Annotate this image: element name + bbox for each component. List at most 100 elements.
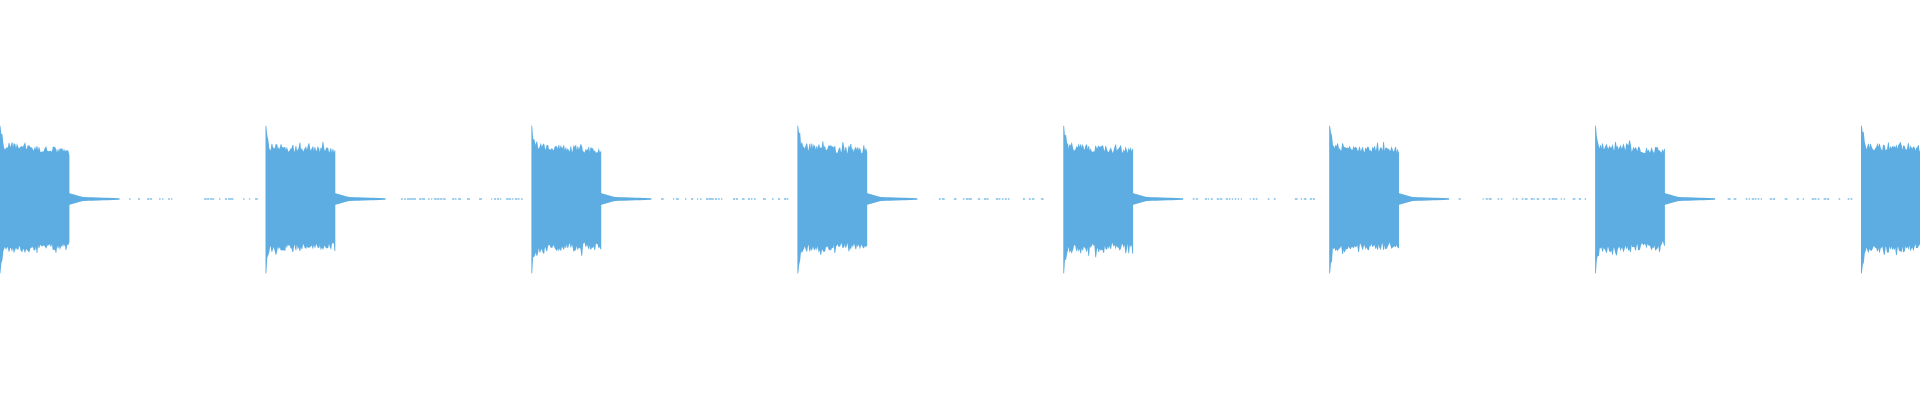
waveform-silence-dot [1249, 198, 1251, 200]
waveform-silence-dot [1811, 198, 1815, 200]
waveform-silence-dot [995, 198, 999, 200]
waveform-silence-dot [938, 198, 941, 200]
waveform-tail [68, 192, 120, 206]
waveform-silence-dot [1817, 198, 1820, 200]
waveform-silence-dot [968, 198, 972, 200]
waveform-silence-dot [171, 198, 173, 200]
waveform-silence-dot [1040, 198, 1044, 200]
waveform-silence-dot [404, 198, 406, 200]
waveform-silence-dot [407, 198, 410, 200]
waveform-silence-dot [1751, 198, 1754, 200]
waveform-silence-dot [1234, 198, 1237, 200]
waveform-silence-dot [1303, 198, 1307, 200]
waveform-silence-dot [787, 198, 789, 200]
waveform-silence-dot [1488, 198, 1492, 200]
waveform-silence-dot [207, 198, 210, 200]
waveform-silence-dot [1207, 198, 1209, 200]
waveform-silence-dot [1228, 198, 1231, 200]
waveform-silence-dot [1497, 198, 1500, 200]
waveform-silence-dot [742, 198, 745, 200]
waveform-silence-dot [210, 198, 213, 200]
waveform-silence-dot [965, 198, 969, 200]
waveform-burst [1329, 125, 1399, 274]
waveform-silence-dot [1745, 198, 1748, 200]
waveform-silence-dot [1754, 198, 1757, 200]
waveform-silence-dot [1769, 198, 1772, 200]
waveform-burst [797, 125, 868, 274]
waveform-silence-dot [231, 198, 234, 200]
waveform-burst [1595, 125, 1665, 274]
waveform-silence-dot [721, 198, 723, 200]
waveform-silence-dot [458, 198, 461, 200]
waveform-silence-dot [249, 198, 251, 200]
waveform-silence-dot [1727, 198, 1731, 200]
waveform-silence-dot [673, 198, 675, 200]
waveform-silence-dot [1757, 198, 1760, 200]
waveform-silence-dot [941, 198, 945, 200]
waveform-silence-dot [1542, 198, 1546, 200]
waveform-silence-dot [1838, 198, 1841, 200]
waveform-silence-dot [491, 198, 493, 200]
waveform-silence-dot [763, 198, 766, 200]
waveform-silence-dot [1784, 198, 1788, 200]
waveform-silence-dot [1536, 198, 1540, 200]
waveform-silence-dot [479, 198, 482, 200]
waveform-silence-dot [685, 198, 687, 200]
waveform-silence-dot [983, 198, 987, 200]
waveform-tail [1132, 192, 1184, 206]
waveform-silence-dot [434, 198, 437, 200]
waveform-silence-dot [150, 198, 153, 200]
waveform-silence-dot [509, 198, 512, 200]
waveform-silence-dot [715, 198, 717, 200]
waveform-silence-dot [1847, 198, 1850, 200]
waveform-silence-dot [213, 198, 215, 200]
waveform-silence-dot [1240, 198, 1242, 200]
waveform-silence-dot [736, 198, 739, 200]
waveform-silence-dot [521, 198, 523, 200]
waveform-silence-dot [255, 198, 258, 200]
waveform-burst [531, 125, 602, 274]
waveform-silence-dot [1267, 198, 1270, 200]
waveform-silence-dot [977, 198, 981, 200]
waveform-silence-dot [709, 198, 712, 200]
waveform-silence-dot [243, 198, 245, 200]
waveform-silence-dot [455, 198, 457, 200]
waveform-silence-dot [1584, 198, 1587, 200]
waveform-silence-dot [1554, 198, 1558, 200]
waveform-silence-dot [1004, 198, 1007, 200]
waveform-burst [1063, 125, 1134, 274]
waveform-silence-dot [419, 198, 422, 200]
waveform-silence-dot [428, 198, 430, 200]
waveform-silence-dot [676, 198, 679, 200]
waveform-silence-dot [1216, 198, 1220, 200]
waveform-silence-dot [168, 198, 170, 200]
waveform-silence-dot [500, 198, 502, 200]
waveform-silence-dot [1823, 198, 1826, 200]
waveform-silence-dot [700, 198, 702, 200]
waveform-silence-dot [751, 198, 753, 200]
waveform-silence-dot [1850, 198, 1853, 200]
waveform-silence-dot [1195, 198, 1198, 200]
waveform-silence-dot [1028, 198, 1031, 200]
waveform-silence-dot [1482, 198, 1484, 200]
waveform-silence-dot [986, 198, 989, 200]
waveform-silence-dot [506, 198, 509, 200]
waveform-burst [0, 125, 70, 274]
waveform-silence-dot [754, 198, 756, 200]
waveform-silence-dot [147, 198, 150, 200]
waveform-silence-dot [1530, 198, 1534, 200]
waveform-silence-dot [1031, 198, 1035, 200]
waveform-silence-dot [784, 198, 787, 200]
waveform-silence-dot [1772, 198, 1776, 200]
waveform-tail [866, 192, 918, 206]
waveform-silence-dot [718, 198, 720, 200]
waveform-silence-dot [1748, 198, 1750, 200]
waveform-silence-dot [515, 198, 518, 200]
waveform-silence-dot [1560, 198, 1562, 200]
waveform-silence-dot [437, 198, 440, 200]
waveform-silence-dot [138, 198, 140, 200]
waveform-silence-dot [1802, 198, 1804, 200]
waveform-silence-dot [1204, 198, 1207, 200]
waveform-silence-dot [225, 198, 227, 200]
